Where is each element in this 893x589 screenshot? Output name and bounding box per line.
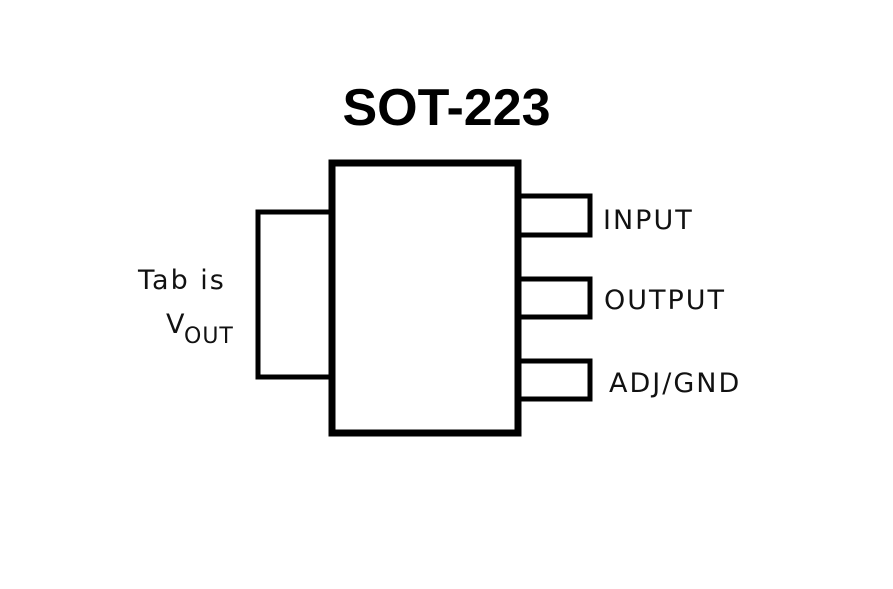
package-title: SOT-223: [342, 79, 551, 137]
package-tab: [255, 209, 335, 380]
pin-label-output: OUTPUT: [604, 285, 726, 316]
pin-label-input: INPUT: [603, 205, 694, 236]
tab-label-vout-sub: OUT: [184, 324, 234, 349]
pin-label-adj-gnd: ADJ/GND: [609, 368, 741, 399]
pin-input: [518, 193, 593, 238]
tab-label-vout-main: V: [166, 309, 186, 340]
package-body: [328, 159, 522, 437]
pin-adj-gnd: [518, 358, 593, 402]
tab-label-line1: Tab is: [137, 265, 226, 296]
pin-output: [518, 276, 593, 320]
